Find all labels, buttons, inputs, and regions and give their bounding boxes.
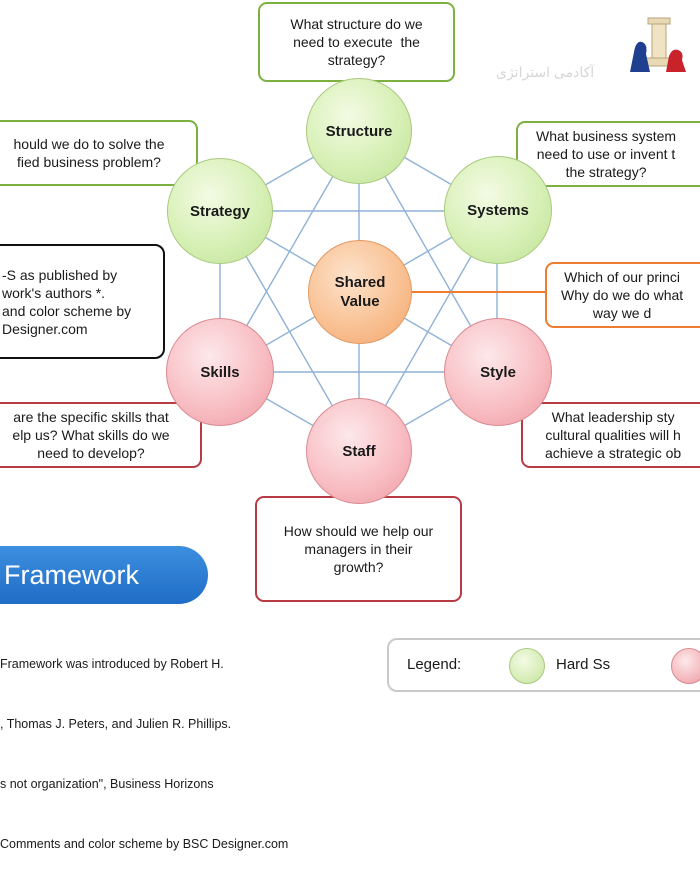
style-question-text: What leadership sty cultural qualities w…: [545, 409, 682, 461]
staff-question-box: How should we help our managers in their…: [255, 496, 462, 602]
skills-question-box: are the specific skills that elp us? Wha…: [0, 402, 202, 468]
info-box: -S as published by work's authors *. and…: [0, 244, 165, 359]
style-question-box: What leadership sty cultural qualities w…: [521, 402, 700, 468]
structure-question-text: What structure do we need to execute the…: [290, 16, 423, 68]
legend-label: Legend:: [407, 656, 462, 673]
shared-value-node: Shared Value: [308, 240, 412, 344]
skills-question-text: are the specific skills that elp us? Wha…: [12, 409, 170, 461]
legend-hard-swatch: [509, 648, 545, 684]
systems-node: Systems: [444, 156, 552, 264]
legend-hard-label: Hard Ss: [556, 656, 611, 673]
structure-node: Structure: [306, 78, 412, 184]
reference-line: s not organization", Business Horizons: [0, 777, 214, 791]
reference-line: , Thomas J. Peters, and Julien R. Philli…: [0, 717, 232, 731]
references: Framework was introduced by Robert H. , …: [0, 614, 288, 874]
shared-value-question-box: Which of our princi Why do we do what wa…: [545, 262, 700, 328]
staff-node: Staff: [306, 398, 412, 504]
skills-node: Skills: [166, 318, 274, 426]
systems-question-box: What business system need to use or inve…: [516, 121, 700, 187]
strategy-question-text: hould we do to solve the fied business p…: [13, 136, 165, 170]
legend: Legend: Hard Ss: [387, 638, 700, 692]
structure-question-box: What structure do we need to execute the…: [258, 2, 455, 82]
reference-line: Framework was introduced by Robert H.: [0, 657, 224, 671]
reference-line: Comments and color scheme by BSC Designe…: [0, 837, 289, 851]
info-box-text: -S as published by work's authors *. and…: [2, 266, 132, 337]
style-node: Style: [444, 318, 552, 426]
staff-question-text: How should we help our managers in their…: [283, 523, 434, 575]
chess-logo-icon: [630, 17, 686, 72]
shared-value-question-text: Which of our princi Why do we do what wa…: [561, 269, 684, 321]
framework-banner: Framework: [0, 546, 208, 604]
systems-question-text: What business system need to use or inve…: [536, 128, 677, 180]
legend-soft-swatch: [671, 648, 700, 684]
strategy-node: Strategy: [167, 158, 273, 264]
strategy-question-box: hould we do to solve the fied business p…: [0, 120, 198, 186]
watermark-line: آکادمی استراتژی: [496, 64, 595, 80]
